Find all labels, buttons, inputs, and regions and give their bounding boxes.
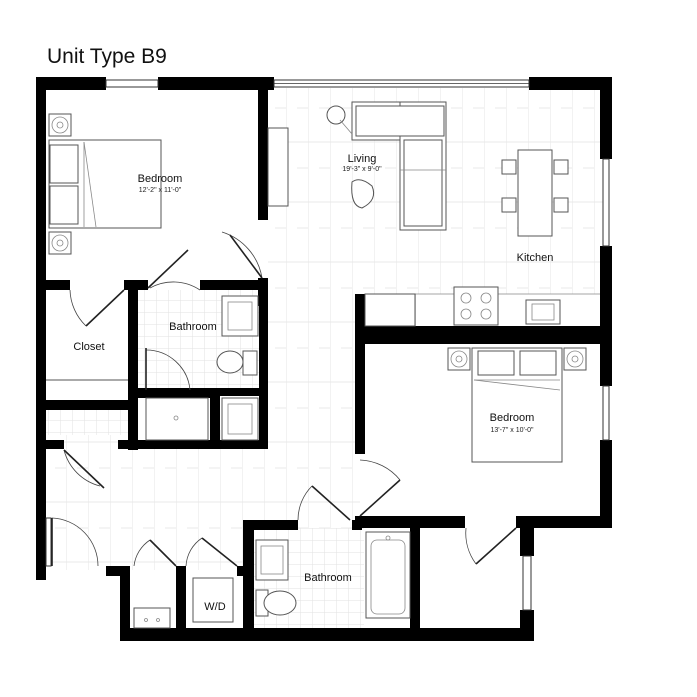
bedroom-2-label: Bedroom	[490, 412, 535, 424]
windows	[45, 79, 610, 611]
closet-label: Closet	[73, 341, 104, 353]
bathroom-1-label: Bathroom	[169, 321, 217, 333]
bathroom-1-fixtures	[145, 295, 259, 441]
living-furniture	[326, 101, 447, 231]
bathroom-2-label: Bathroom	[304, 572, 352, 584]
kitchen-label: Kitchen	[517, 252, 554, 264]
doors	[51, 231, 517, 567]
bedroom-2-furniture	[447, 347, 587, 463]
living-label: Living	[348, 153, 377, 165]
bedroom-1-label: Bedroom	[138, 173, 183, 185]
plan-title: Unit Type B9	[47, 45, 167, 68]
bedroom-1-dims: 12'-2" x 11'-0"	[139, 187, 182, 194]
room-labels: Bedroom 12'-2" x 11'-0" Living 19'-3" x …	[73, 153, 553, 613]
laundry-label: W/D	[204, 601, 225, 613]
bathroom-2-fixtures	[255, 531, 411, 619]
kitchen-furniture	[364, 149, 600, 327]
bedroom-2-dims: 13'-7" x 10'-0"	[490, 427, 534, 434]
bedroom-1-furniture	[48, 113, 289, 255]
living-dims: 19'-3" x 9'-0"	[342, 166, 382, 173]
laundry-fixtures	[133, 577, 234, 629]
walls	[36, 77, 612, 641]
